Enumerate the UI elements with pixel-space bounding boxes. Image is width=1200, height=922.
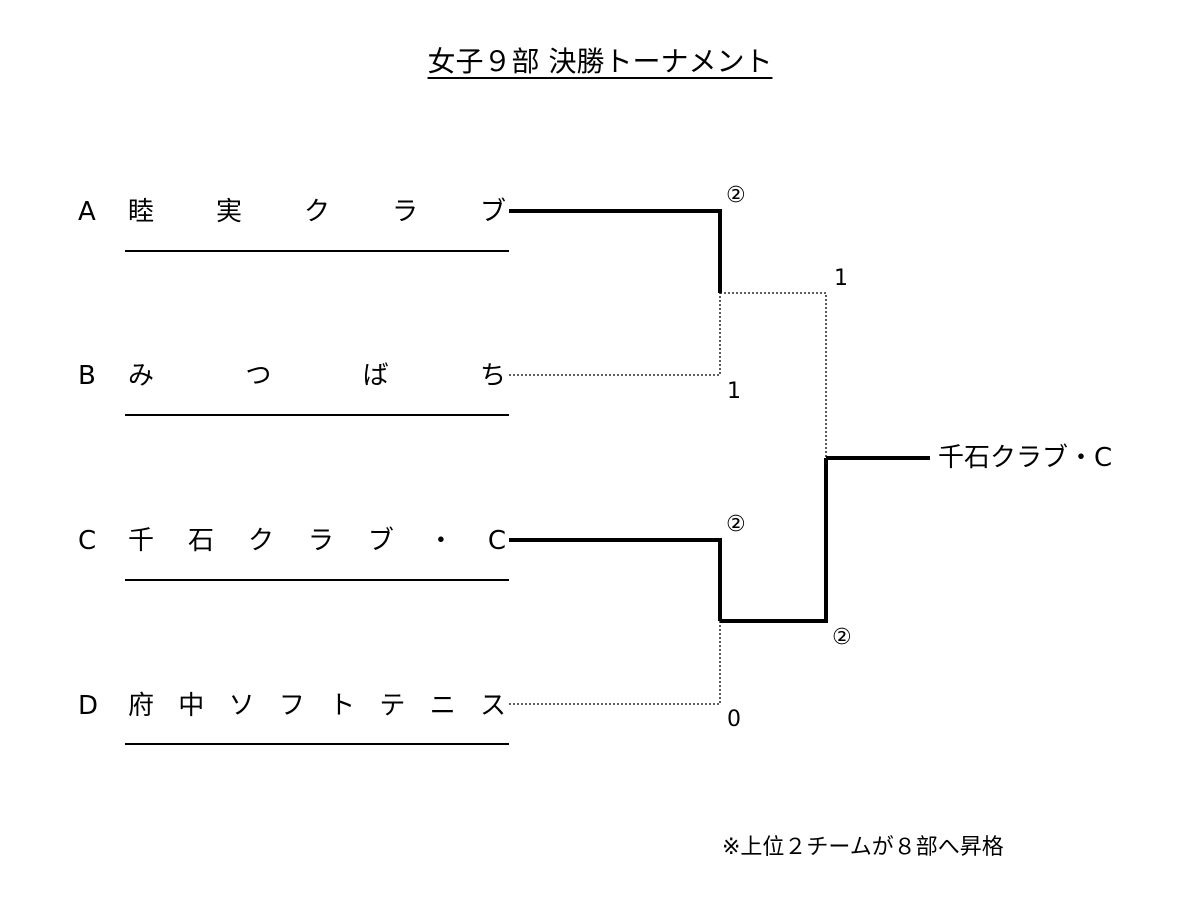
score-match1-bottom: 1 xyxy=(727,379,741,404)
team-c-char: 千 xyxy=(128,526,155,556)
team-c-name: 千 石 ク ラ ブ ・ C xyxy=(128,525,506,557)
team-a-underline xyxy=(125,250,509,252)
bracket-line-final-top-loser xyxy=(720,292,827,458)
bracket-line-b-loser xyxy=(509,293,721,376)
team-d-char: テ xyxy=(379,691,406,721)
team-d-char: ソ xyxy=(228,691,255,721)
team-c-char: ラ xyxy=(307,526,334,556)
score-match2-top: ② xyxy=(726,512,746,537)
bracket-line-c-winner xyxy=(509,538,722,621)
score-match2-bottom: 0 xyxy=(727,707,741,732)
score-final-top: 1 xyxy=(834,266,848,291)
team-b-letter: B xyxy=(78,361,96,391)
champion-name: 千石クラブ・C xyxy=(938,443,1113,473)
bracket-line-final-bottom-winner xyxy=(720,458,828,623)
team-d-letter: D xyxy=(78,691,99,721)
team-b-underline xyxy=(125,414,509,416)
page-title-text: 女子９部 決勝トーナメント xyxy=(427,45,773,78)
team-d-char: ト xyxy=(329,691,356,721)
bracket-line-d-loser xyxy=(509,621,721,705)
team-d-name: 府 中 ソ フ ト テ ニ ス xyxy=(128,690,506,722)
team-d-underline xyxy=(125,743,509,745)
team-d-char: ス xyxy=(479,691,506,721)
team-d-char: 中 xyxy=(178,691,205,721)
team-c-char: ブ xyxy=(367,526,394,556)
team-a-letter: A xyxy=(78,197,96,227)
team-c-char: ク xyxy=(247,526,274,556)
team-c-letter: C xyxy=(78,526,97,556)
team-b-char: ち xyxy=(479,361,506,391)
score-match1-top: ② xyxy=(726,183,746,208)
team-c-underline xyxy=(125,579,509,581)
team-b-char: み xyxy=(128,361,155,391)
team-a-char: 実 xyxy=(215,197,242,227)
team-a-char: ク xyxy=(303,197,330,227)
team-d-char: 府 xyxy=(128,691,155,721)
team-d-char: ニ xyxy=(429,691,456,721)
bracket-line-a-winner xyxy=(509,209,722,293)
team-a-char: ブ xyxy=(479,197,506,227)
team-c-char: 石 xyxy=(187,526,214,556)
team-a-char: 睦 xyxy=(128,197,155,227)
team-d-char: フ xyxy=(278,691,305,721)
team-b-name: み つ ば ち xyxy=(128,360,506,392)
promotion-note: ※上位２チームが８部へ昇格 xyxy=(722,835,1004,860)
team-b-char: つ xyxy=(245,361,272,391)
team-c-char: C xyxy=(487,526,506,556)
page-title: 女子９部 決勝トーナメント xyxy=(0,44,1200,80)
score-final-bottom: ② xyxy=(832,625,852,650)
team-b-char: ば xyxy=(362,361,389,391)
team-c-char: ・ xyxy=(427,526,454,556)
team-a-name: 睦 実 ク ラ ブ xyxy=(128,196,506,228)
team-a-char: ラ xyxy=(391,197,418,227)
